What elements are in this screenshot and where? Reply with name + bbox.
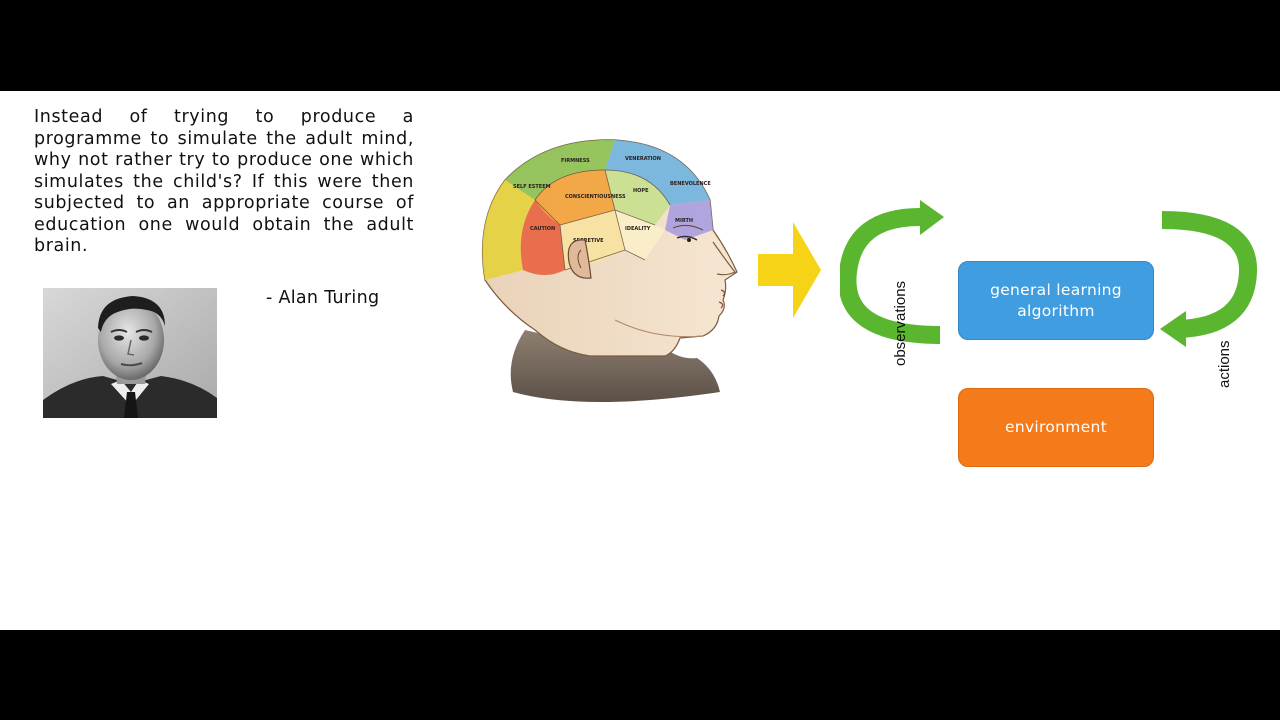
svg-text:SELF ESTEEM: SELF ESTEEM: [513, 184, 551, 190]
quote-attribution: - Alan Turing: [266, 288, 380, 308]
general-learning-algorithm-box: general learning algorithm: [958, 261, 1154, 340]
svg-text:HOPE: HOPE: [633, 188, 649, 194]
letterbox-bottom: [0, 630, 1280, 720]
actions-arrowhead-icon: [1160, 311, 1186, 347]
svg-text:SECRETIVE: SECRETIVE: [573, 238, 604, 244]
svg-text:CONSCIENTIOUSNESS: CONSCIENTIOUSNESS: [565, 194, 626, 200]
turing-portrait: [43, 288, 217, 418]
turing-quote: Instead of trying to produce a programme…: [34, 107, 414, 256]
svg-text:BENEVOLENCE: BENEVOLENCE: [670, 181, 711, 187]
algorithm-box-line2: algorithm: [1017, 301, 1095, 320]
environment-box: environment: [958, 388, 1154, 467]
letterbox-top: [0, 0, 1280, 91]
svg-text:IDEALITY: IDEALITY: [625, 226, 651, 232]
svg-text:CAUTION: CAUTION: [530, 226, 555, 232]
algorithm-box-line1: general learning: [990, 280, 1122, 299]
svg-text:VENERATION: VENERATION: [625, 156, 661, 162]
observations-label: observations: [892, 280, 909, 366]
big-yellow-arrow-icon: [755, 220, 825, 320]
feedback-loop-arrows: [840, 200, 1257, 347]
observations-arrow-icon: [840, 208, 941, 344]
svg-text:MIRTH: MIRTH: [675, 218, 693, 224]
actions-label: actions: [1216, 340, 1233, 388]
observations-arrowhead-icon: [920, 200, 944, 235]
actions-arrow-icon: [1161, 211, 1257, 338]
svg-text:FIRMNESS: FIRMNESS: [561, 158, 590, 164]
environment-box-label: environment: [1004, 418, 1107, 436]
phrenology-head-illustration: SELF ESTEEM FIRMNESS VENERATION BENEVOLE…: [465, 130, 750, 410]
